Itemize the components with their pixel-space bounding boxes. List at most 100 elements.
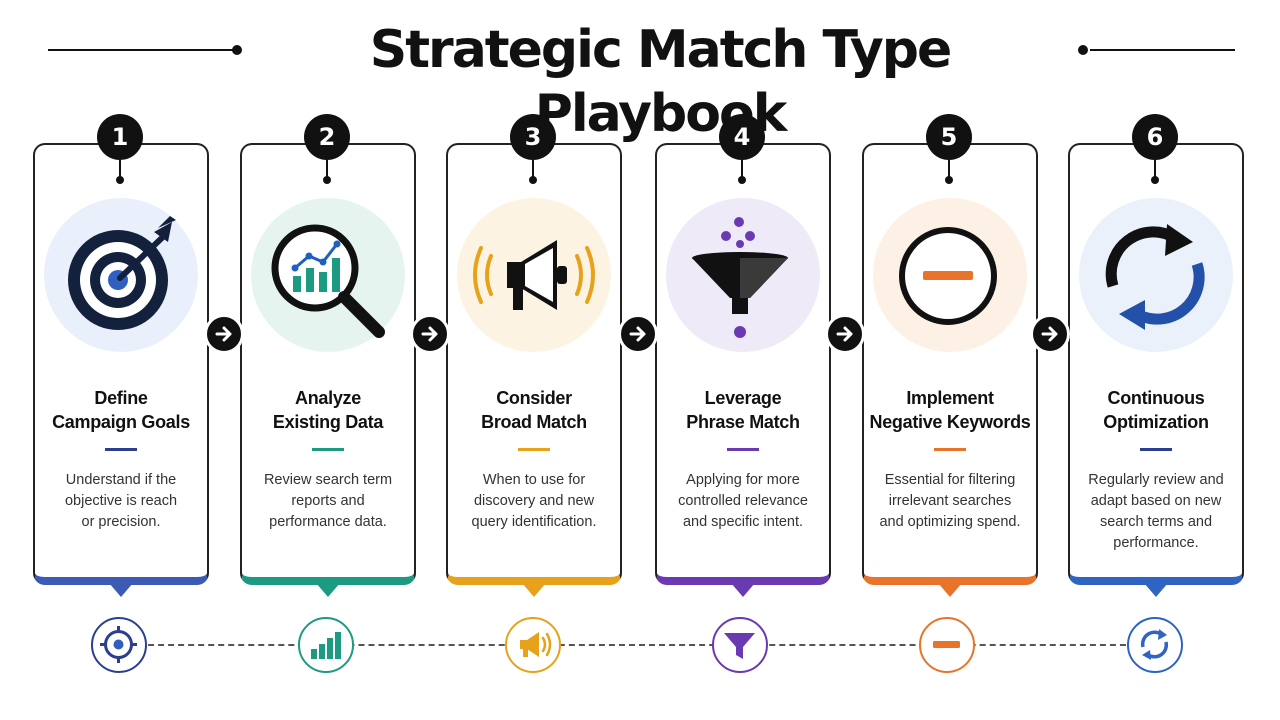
megaphone-icon [505, 617, 561, 673]
step-title-line: Consider [496, 388, 572, 408]
crosshair-icon [91, 617, 147, 673]
title-underline [105, 448, 137, 451]
step-title: Leverage Phrase Match [659, 386, 827, 434]
desc-line: Understand if the [65, 472, 177, 488]
step-description: Regularly review and adapt based on new … [1078, 470, 1234, 554]
desc-line: discovery and new [473, 493, 595, 509]
desc-line: When to use for [482, 472, 586, 488]
step-number: 4 [719, 114, 765, 160]
step-title: Consider Broad Match [450, 386, 618, 434]
desc-line: reports and [291, 493, 365, 509]
desc-line: adapt based on new [1090, 493, 1222, 509]
card-stem-dot [529, 176, 537, 184]
desc-line: performance. [1113, 535, 1199, 551]
target-arrow-icon [44, 198, 198, 352]
step-title-line: Negative Keywords [869, 412, 1031, 432]
card-pointer [731, 583, 755, 597]
desc-line: and specific intent. [682, 514, 804, 530]
step-number: 6 [1132, 114, 1178, 160]
refresh-icon [1127, 617, 1183, 673]
step-title-line: Phrase Match [686, 412, 800, 432]
arrow-right-icon [410, 314, 450, 354]
step-description: Review search term reports and performan… [250, 470, 406, 533]
step-title-line: Continuous [1107, 388, 1205, 408]
title-rule-right [1090, 49, 1235, 51]
step-title-line: Implement [906, 388, 994, 408]
card-stem-dot [116, 176, 124, 184]
desc-line: Review search term [263, 472, 393, 488]
arrow-right-icon [825, 314, 865, 354]
step-description: Essential for filtering irrelevant searc… [872, 470, 1028, 533]
desc-line: search terms and [1099, 514, 1213, 530]
step-2: 2 Analyze Existing Data Review search te… [240, 0, 416, 720]
step-title-line: Analyze [295, 388, 361, 408]
card-stem [1154, 160, 1156, 180]
card-stem-dot [945, 176, 953, 184]
step-title-line: Campaign Goals [52, 412, 190, 432]
megaphone-icon [457, 198, 611, 352]
step-number: 5 [926, 114, 972, 160]
desc-line: and optimizing spend. [879, 514, 1021, 530]
card-stem [326, 160, 328, 180]
card-stem [948, 160, 950, 180]
card-stem-dot [1151, 176, 1159, 184]
card-pointer [938, 583, 962, 597]
step-title-line: Existing Data [272, 412, 384, 432]
card-pointer [522, 583, 546, 597]
refresh-cycle-icon [1079, 198, 1233, 352]
step-title: Continuous Optimization [1072, 386, 1240, 434]
step-description: When to use for discovery and new query … [456, 470, 612, 533]
magnifier-chart-icon [251, 198, 405, 352]
desc-line: performance data. [269, 514, 387, 530]
step-title: Analyze Existing Data [244, 386, 412, 434]
title-rule-left [48, 49, 234, 51]
step-number: 3 [510, 114, 556, 160]
desc-line: Regularly review and [1088, 472, 1224, 488]
card-stem [741, 160, 743, 180]
desc-line: irrelevant searches [888, 493, 1012, 509]
step-number: 1 [97, 114, 143, 160]
arrow-right-icon [1030, 314, 1070, 354]
desc-line: Applying for more [686, 472, 800, 488]
timeline-dashed-line [118, 644, 1156, 646]
step-title-line: Optimization [1103, 412, 1209, 432]
desc-line: or precision. [81, 514, 161, 530]
step-title: Implement Negative Keywords [866, 386, 1034, 434]
step-6: 6 Continuous Optimization Regularly revi… [1068, 0, 1244, 720]
step-title: Define Campaign Goals [37, 386, 205, 434]
bar-chart-icon [298, 617, 354, 673]
funnel-icon [712, 617, 768, 673]
title-underline [518, 448, 550, 451]
arrow-right-icon [204, 314, 244, 354]
title-dot-right [1078, 45, 1088, 55]
title-underline [1140, 448, 1172, 451]
card-stem [119, 160, 121, 180]
step-number: 2 [304, 114, 350, 160]
title-underline [312, 448, 344, 451]
desc-line: objective is reach [64, 493, 178, 509]
step-description: Applying for more controlled relevance a… [665, 470, 821, 533]
card-pointer [316, 583, 340, 597]
step-description: Understand if the objective is reach or … [43, 470, 199, 533]
funnel-icon [666, 198, 820, 352]
arrow-right-icon [618, 314, 658, 354]
step-5: 5 Implement Negative Keywords Essential … [862, 0, 1038, 720]
step-title-line: Define [94, 388, 148, 408]
step-3: 3 Consider Broad Match When to use for d… [446, 0, 622, 720]
step-title-line: Broad Match [481, 412, 587, 432]
card-pointer [109, 583, 133, 597]
card-stem [532, 160, 534, 180]
step-1: 1 Define Campaign Goals Understand if th… [33, 0, 209, 720]
title-underline [934, 448, 966, 451]
card-pointer [1144, 583, 1168, 597]
step-4: 4 Leverage Phrase Match Applying for mor… [655, 0, 831, 720]
title-dot-left [232, 45, 242, 55]
title-underline [727, 448, 759, 451]
minus-icon [919, 617, 975, 673]
desc-line: controlled relevance [678, 493, 808, 509]
card-stem-dot [738, 176, 746, 184]
step-title-line: Leverage [704, 388, 782, 408]
desc-line: query identification. [471, 514, 597, 530]
desc-line: Essential for filtering [884, 472, 1016, 488]
card-stem-dot [323, 176, 331, 184]
